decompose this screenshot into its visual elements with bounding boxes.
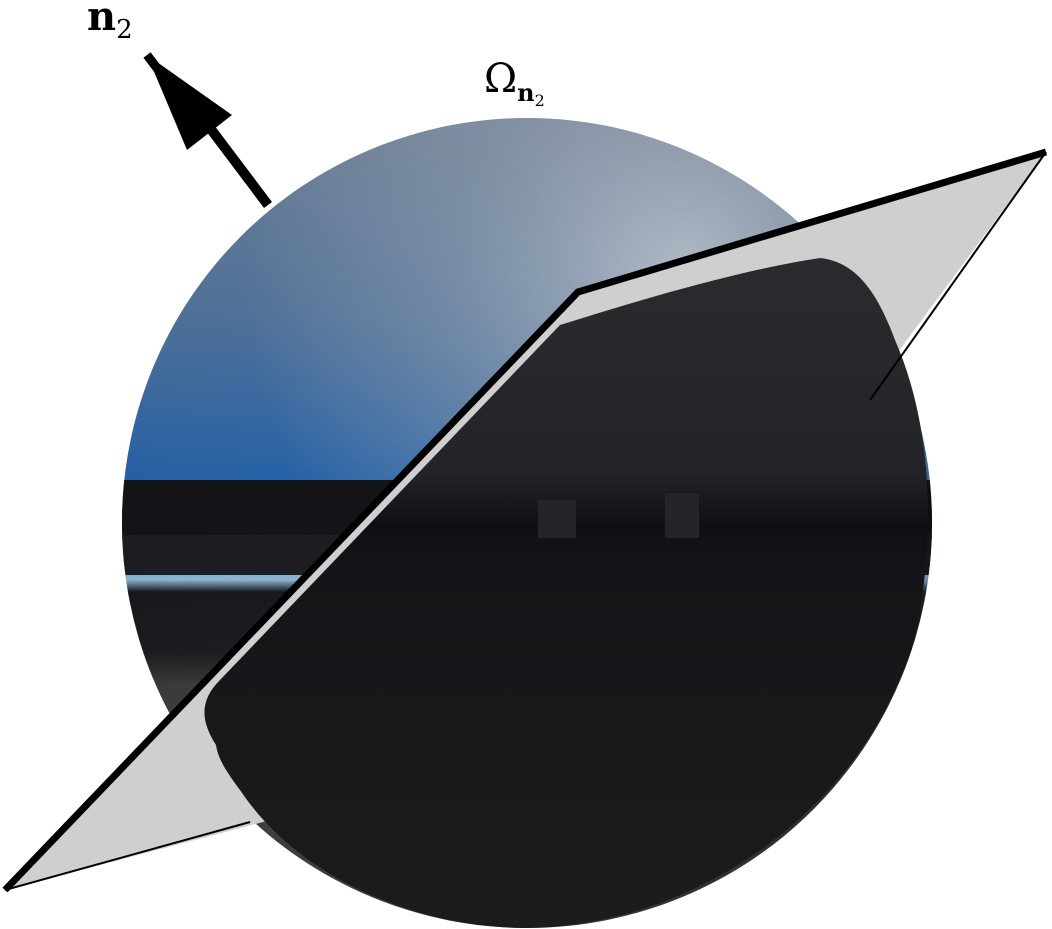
plane-bottom-edge [4, 821, 251, 891]
normal-arrow [143, 52, 272, 209]
region-label: Ωn2 [484, 56, 545, 110]
horizon-building-right [665, 493, 699, 538]
plane-front-edge [2, 148, 1048, 893]
region-label-subscript-index: 2 [535, 91, 545, 110]
region-label-subscript-base: n [517, 78, 534, 107]
shadowed-hemisphere [204, 258, 928, 928]
normal-label: n2 [87, 0, 133, 45]
horizon-building-left [538, 500, 576, 538]
plane-right-edge [869, 151, 1047, 401]
normal-label-subscript: 2 [116, 15, 133, 45]
